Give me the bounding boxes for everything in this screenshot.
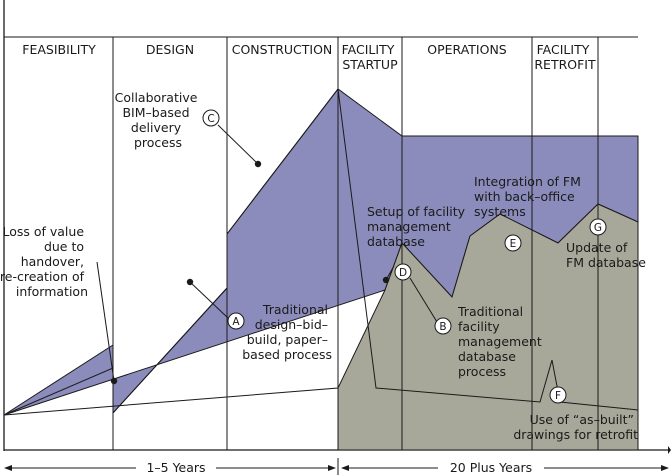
svg-text:G: G — [594, 222, 602, 234]
svg-text:E: E — [510, 238, 517, 250]
timeline-label-left: 1–5 Years — [146, 460, 205, 475]
marker-d: D — [394, 263, 412, 281]
svg-text:A: A — [232, 316, 240, 328]
annotation-integration-fm: Integration of FM with back–office syste… — [474, 174, 585, 219]
marker-e: E — [504, 234, 522, 252]
annotation-bim-process: Collaborative BIM–based delivery process — [115, 90, 202, 150]
marker-g: G — [589, 218, 607, 236]
annotation-traditional-process: Traditional design–bid– build, paper– ba… — [242, 302, 332, 362]
timeline-axis — [4, 458, 669, 475]
annotation-setup-fm-database: Setup of facility management database — [367, 204, 469, 249]
marker-b: B — [434, 317, 452, 335]
phase-headers: FEASIBILITY DESIGN CONSTRUCTION FACILITY… — [22, 42, 596, 72]
annotation-update-fm-database: Update of FM database — [566, 240, 646, 270]
phase-construction: CONSTRUCTION — [232, 42, 333, 57]
timeline-label-right: 20 Plus Years — [450, 460, 532, 475]
marker-f: F — [549, 386, 567, 404]
marker-a: A — [227, 312, 245, 330]
traditional-fm-line — [337, 88, 639, 411]
phase-feasibility: FEASIBILITY — [22, 42, 96, 57]
data-dots — [110, 160, 390, 385]
svg-text:F: F — [555, 390, 561, 402]
svg-text:B: B — [439, 321, 446, 333]
annotation-traditional-fm: Traditional facility management database… — [457, 304, 546, 379]
phase-operations: OPERATIONS — [427, 42, 507, 57]
annotation-loss-of-value: Loss of value due to handover, re-creati… — [0, 224, 88, 299]
svg-text:D: D — [399, 267, 407, 279]
phase-facility-startup: FACILITY STARTUP — [342, 42, 399, 72]
phase-design: DESIGN — [146, 42, 194, 57]
svg-text:C: C — [207, 113, 214, 125]
marker-c: C — [202, 109, 220, 127]
annotation-as-built-drawings: Use of “as–built” drawings for retrofit — [513, 412, 638, 442]
phase-facility-retrofit: FACILITY RETROFIT — [534, 42, 596, 72]
